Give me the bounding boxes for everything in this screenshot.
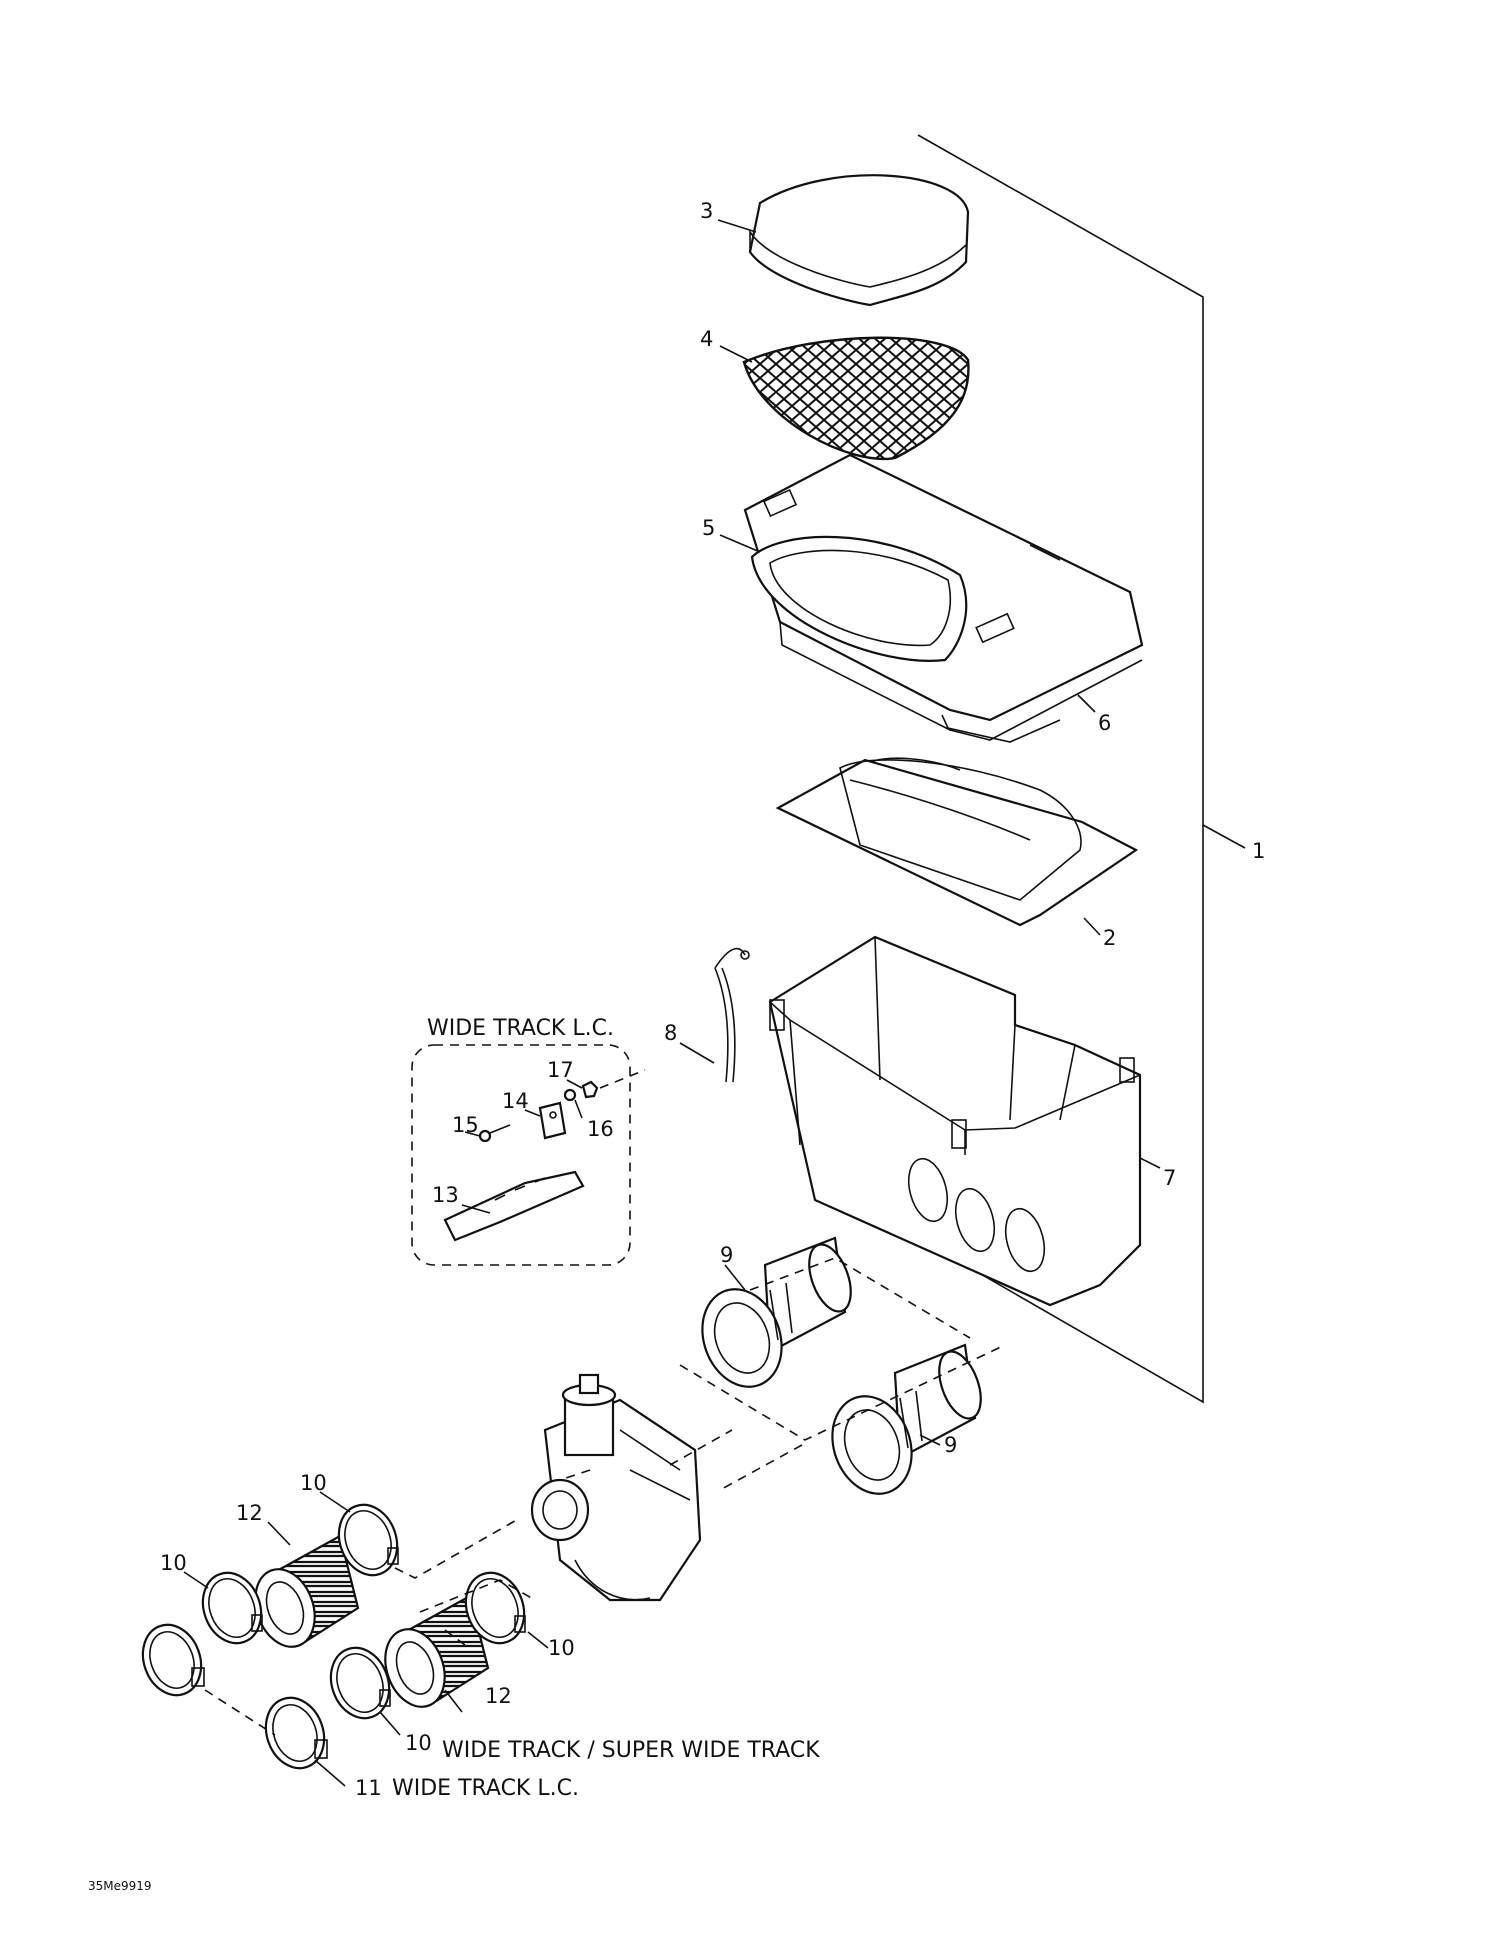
label-6: 6 [1098,711,1111,735]
label-7: 7 [1163,1166,1176,1190]
part-9-adapter-lower [831,1343,982,1495]
label-4: 4 [700,327,713,351]
part-4-mesh-screen [742,336,970,461]
figure-code: 35Me9919 [88,1879,152,1893]
assembly-dash-lines [204,1257,1006,1736]
carburetor [530,1373,702,1602]
label-9-lower: 9 [944,1433,957,1457]
inset-wide-track-lc [411,1044,646,1266]
label-10-c: 10 [548,1636,575,1660]
part-11-clamp-a [141,1623,205,1697]
label-12-lower: 12 [485,1684,512,1708]
part-3-foam-filter [748,174,970,307]
part-number-labels: 1 2 3 4 5 6 7 8 9 9 10 10 10 10 11 12 12… [160,199,1265,1800]
label-15: 15 [452,1113,479,1137]
note-10-caption: WIDE TRACK / SUPER WIDE TRACK [442,1738,820,1763]
part-2-baffle-plate [775,757,1139,927]
label-3: 3 [700,199,713,223]
label-17: 17 [547,1058,574,1082]
part-14-bracket [538,1101,567,1140]
part-9-adapter-upper [701,1236,852,1388]
label-11: 11 [355,1776,382,1800]
assembly-bracket [917,134,1204,1404]
leader-lines [183,219,1246,1787]
label-14: 14 [502,1089,529,1113]
part-7-air-box [768,935,1142,1307]
label-10-d: 10 [405,1731,432,1755]
label-5: 5 [702,516,715,540]
part-11-clamp-b [264,1696,328,1770]
inset-title: WIDE TRACK L.C. [427,1016,614,1041]
part-15-bolt [478,1124,511,1143]
part-10-clamp-a [337,1503,399,1577]
part-12-sleeve-upper [254,1534,360,1648]
part-12-sleeve-lower [384,1594,490,1708]
part-8-strap [714,947,750,1083]
part-10-clamp-b [201,1571,263,1645]
label-1: 1 [1252,839,1265,863]
label-12-upper: 12 [236,1501,263,1525]
part-10-clamp-c [464,1571,526,1645]
label-2: 2 [1103,926,1116,950]
label-10-a: 10 [300,1471,327,1495]
label-13: 13 [432,1183,459,1207]
label-8: 8 [664,1021,677,1045]
note-11-caption: WIDE TRACK L.C. [392,1776,579,1801]
part-10-clamp-d [329,1646,391,1720]
part-13-base-plate [443,1170,585,1242]
part-16-washer [563,1088,577,1102]
part-17-nut [581,1080,599,1099]
part-5-6-top-cover [743,453,1144,743]
label-9-upper: 9 [720,1243,733,1267]
label-16: 16 [587,1117,614,1141]
label-10-b: 10 [160,1551,187,1575]
